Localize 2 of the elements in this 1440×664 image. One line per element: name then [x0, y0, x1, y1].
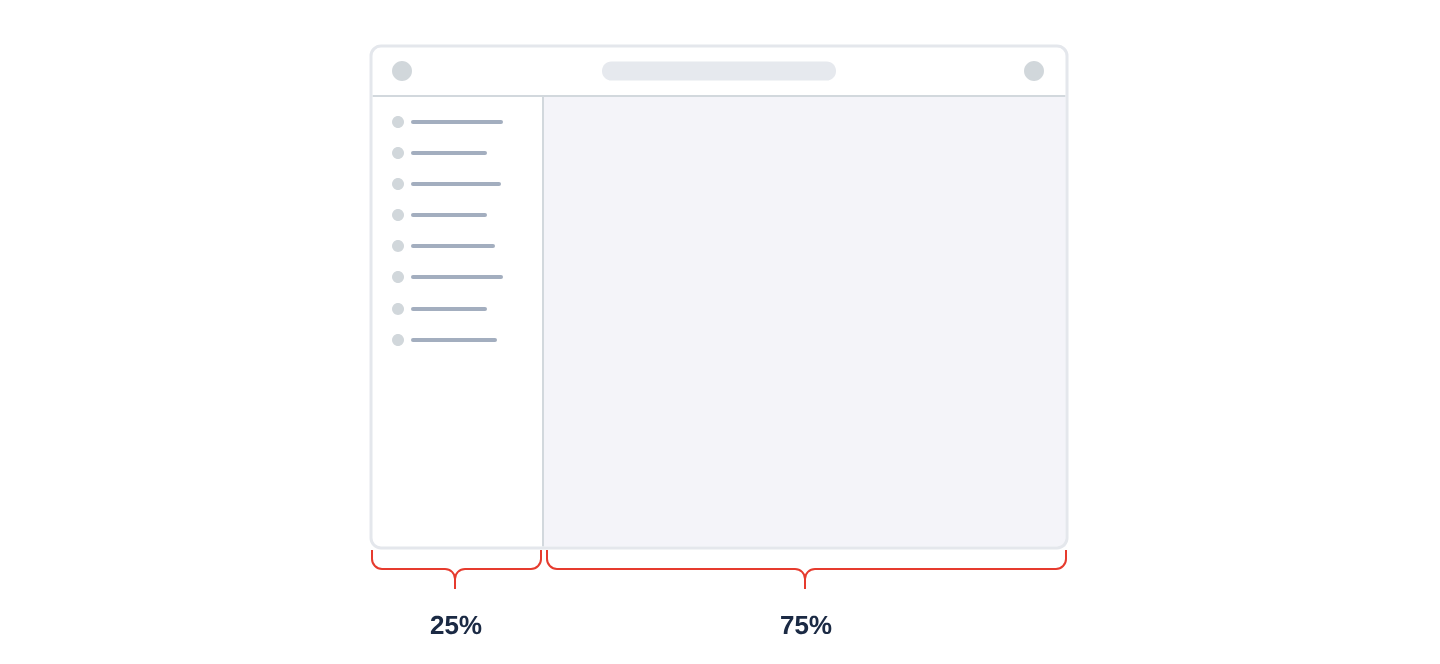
width-label: 25% [430, 615, 482, 635]
width-label: 75% [781, 615, 832, 635]
